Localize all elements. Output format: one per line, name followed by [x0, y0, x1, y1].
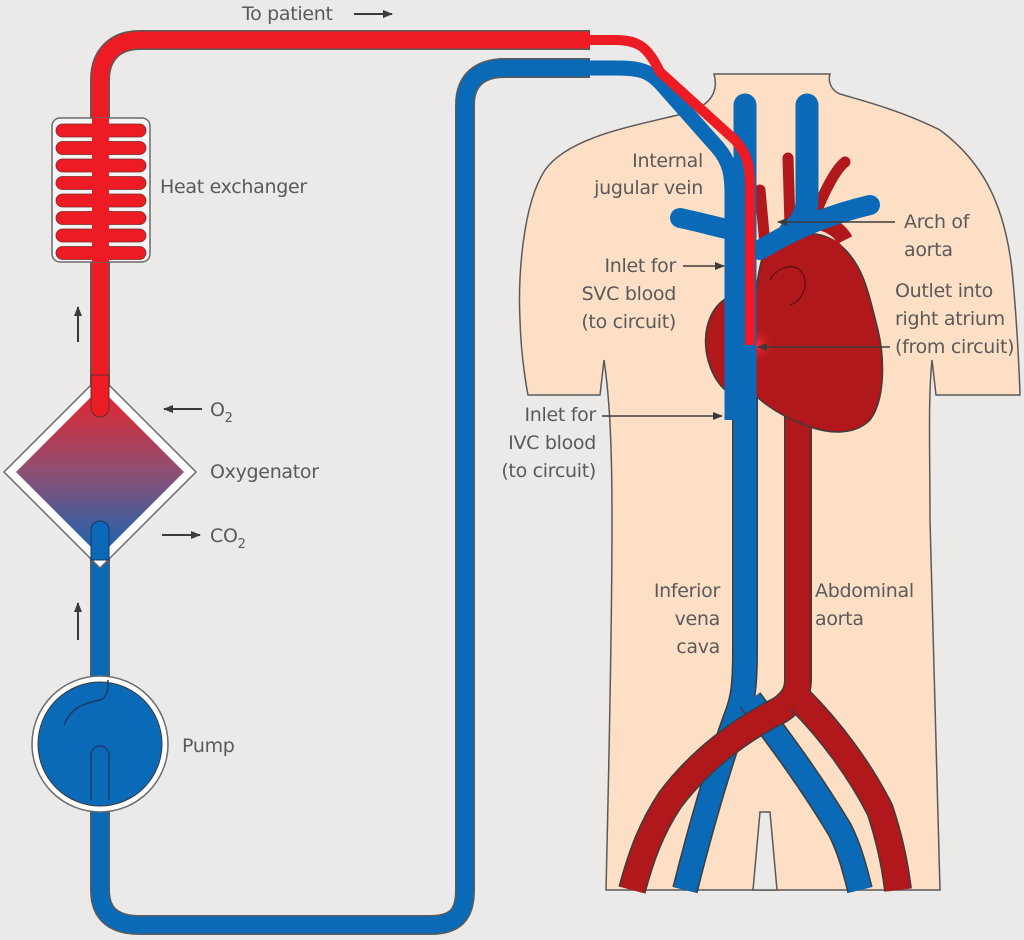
internal-jugular-label-2: jugular vein	[593, 177, 703, 199]
abdominal-aorta-label-1: Abdominal	[815, 580, 914, 602]
outlet-label-2: right atrium	[895, 308, 1005, 330]
to-patient-label: To patient	[241, 3, 333, 25]
o2-label: O2	[210, 399, 233, 426]
pulmonary-branch-2	[816, 258, 842, 276]
outlet-label-3: (from circuit)	[895, 336, 1014, 358]
arch-aorta-label-1: Arch of	[904, 211, 971, 233]
pulmonary-branch	[815, 238, 845, 260]
heat-exchanger	[51, 117, 151, 263]
leader-lines	[602, 218, 895, 420]
svc-inlet-label-1: Inlet for	[604, 255, 676, 277]
oxygenator-label: Oxygenator	[210, 461, 319, 483]
venous-cannula	[575, 60, 740, 420]
ivc-label-1: Inferior	[654, 580, 721, 602]
arch-aorta-label-2: aorta	[904, 239, 953, 261]
torso-outline	[518, 73, 1021, 891]
svc-inlet-label-3: (to circuit)	[581, 311, 676, 333]
ivc-label-3: cava	[676, 636, 720, 658]
abdominal-aorta-label-2: aorta	[815, 608, 864, 630]
co2-label: CO2	[210, 525, 246, 552]
left-brachiocephalic-vein	[750, 195, 880, 260]
circuit	[2, 10, 590, 935]
pump	[31, 675, 169, 813]
patient-body	[518, 73, 1021, 891]
ivc-label-2: vena	[675, 608, 720, 630]
internal-jugular-label-1: Internal	[632, 150, 703, 172]
ivc-inlet-label-1: Inlet for	[524, 404, 596, 426]
cannula	[575, 35, 755, 420]
labels: To patient Heat exchanger O2 Oxygenator …	[160, 3, 1015, 757]
arterial-cannula	[580, 35, 755, 345]
heart-detail	[769, 266, 806, 306]
ivc-inlet-label-3: (to circuit)	[501, 460, 596, 482]
ivc-inlet-label-2: IVC blood	[508, 432, 596, 454]
pump-label: Pump	[182, 735, 235, 757]
svc-inlet-label-2: SVC blood	[582, 283, 676, 305]
pump-rotor	[63, 679, 109, 726]
leg-gap	[752, 811, 778, 891]
outlet-label-1: Outlet into	[895, 280, 993, 302]
carotid-artery	[782, 152, 796, 231]
return-line	[90, 30, 590, 410]
heat-exchanger-label: Heat exchanger	[160, 176, 307, 198]
oxygenator	[2, 374, 198, 570]
arterial-system	[618, 400, 912, 894]
